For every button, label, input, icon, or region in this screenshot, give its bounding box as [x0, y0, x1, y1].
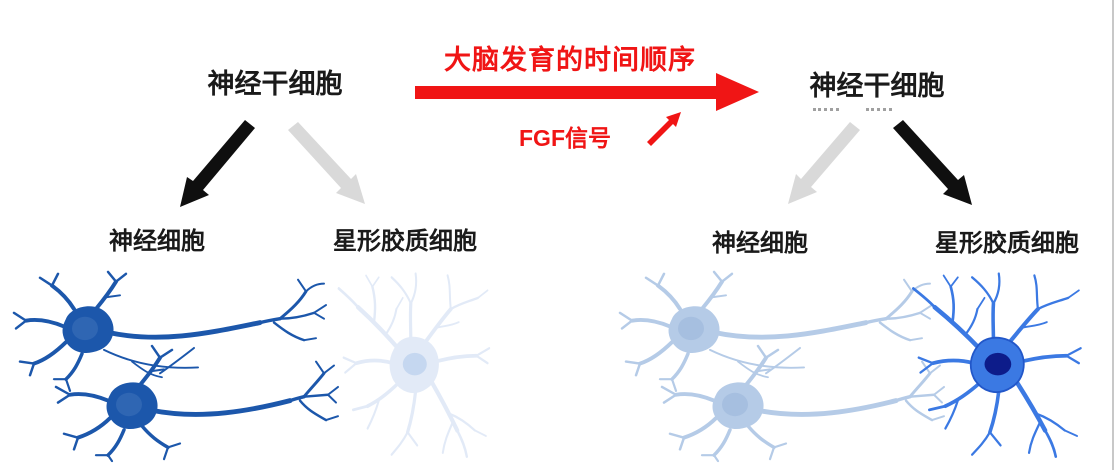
- late-neurons-illustration: [618, 268, 948, 463]
- early-neuron-arrow-icon: [180, 120, 255, 207]
- late-astrocyte-illustration: [908, 268, 1086, 464]
- late-neuron-label: 神经细胞: [712, 230, 808, 257]
- early-astrocyte-label: 星形胶质细胞: [333, 228, 477, 255]
- early-neuron-label: 神经细胞: [109, 228, 205, 255]
- late-astrocyte-label: 星形胶质细胞: [935, 230, 1079, 257]
- early-stem-cell-label: 神经干细胞: [207, 69, 343, 99]
- early-astrocyte-arrow-icon: [288, 122, 365, 204]
- diagram-title: 大脑发育的时间顺序: [444, 45, 696, 75]
- fgf-up-arrow-icon: [647, 112, 681, 146]
- early-neurons-illustration: [12, 268, 342, 463]
- spellcheck-dots-right: [866, 104, 892, 111]
- spellcheck-dots-left: [813, 104, 839, 111]
- fgf-signal-label: FGF信号: [519, 125, 611, 151]
- late-astrocyte-arrow-icon: [893, 120, 972, 205]
- timeline-arrow-icon: [415, 73, 759, 111]
- late-neuron-arrow-icon: [788, 122, 860, 204]
- early-astrocyte-illustration: [334, 268, 494, 464]
- late-stem-cell-label: 神经干细胞: [809, 71, 945, 101]
